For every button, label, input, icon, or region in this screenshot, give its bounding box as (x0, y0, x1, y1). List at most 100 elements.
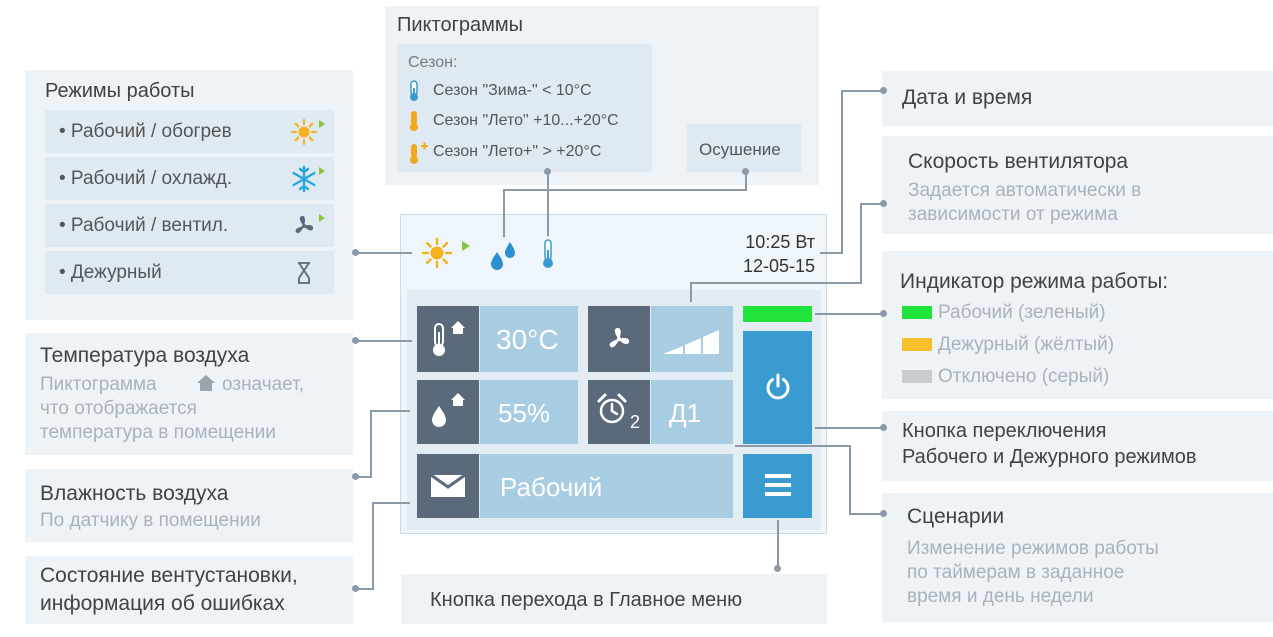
connector-season-dot (544, 168, 551, 175)
scenarios-title: Сценарии (907, 505, 1005, 528)
connector-state-v (372, 502, 374, 590)
power-button[interactable] (743, 331, 812, 444)
temperature-callout (25, 333, 353, 455)
connector-scen-v (849, 445, 851, 515)
legend-gray-swatch (902, 370, 932, 383)
connector-indicator (815, 313, 885, 315)
season-summer-text: Сезон "Лето" +10...+20°C (433, 112, 619, 129)
connector-hum-h (356, 476, 372, 478)
connector-state-h2 (372, 502, 410, 504)
alarm-clock-icon (597, 393, 627, 424)
connector-dehumid-h (503, 189, 747, 191)
humidity-icon-tile[interactable] (417, 380, 479, 444)
indicator-callout (882, 251, 1273, 399)
dehumid-label: Осушение (699, 140, 781, 159)
humidity-title: Влажность воздуха (40, 482, 229, 505)
connector-dehumid-dot (742, 168, 749, 175)
connector-datetime-v (841, 90, 843, 254)
screen-thermometer-icon (543, 239, 553, 268)
fan-sub2: зависимости от режима (908, 204, 1118, 225)
humidity-sub: По датчику в помещении (40, 510, 261, 531)
season-summer-plus-text: Сезон "Лето+" > +20°C (433, 143, 602, 160)
connector-hum-dot (352, 473, 359, 480)
thermometer-home-icon (433, 321, 465, 356)
temperature-sub3: температура в помещении (40, 422, 276, 443)
legend-yellow-swatch (902, 338, 932, 351)
scenario-subscript: 2 (630, 412, 641, 432)
fan-icon-tile[interactable] (588, 306, 650, 372)
switch-title1: Кнопка переключения (902, 420, 1107, 442)
temperature-sub1a: Пиктограмма (40, 374, 157, 395)
sun-play-icon (290, 118, 325, 146)
temperature-sub1b: означает, (222, 374, 304, 395)
connector-fan-v (860, 203, 862, 283)
connector-datetime-dot (880, 87, 887, 94)
status-icon-tile[interactable] (417, 454, 479, 518)
thermometer-orange-icon (410, 111, 418, 131)
connector-hum-v (370, 410, 372, 478)
indicator-title: Индикатор режима работы: (900, 270, 1169, 293)
mode-heating: • Рабочий / обогрев (45, 110, 334, 153)
menu-button[interactable] (743, 454, 812, 518)
thermometer-orange-plus-icon (410, 142, 428, 164)
screen-drops-icon (491, 242, 515, 270)
connector-temp (356, 340, 412, 342)
mode-indicator-bar (743, 306, 812, 322)
hourglass-icon (298, 262, 310, 284)
connector-modes-dot (352, 249, 359, 256)
connector-menu-dot (774, 565, 781, 572)
home-icon (197, 375, 215, 391)
thermometer-blue-icon (410, 80, 418, 101)
screen-date: 12-05-15 (742, 256, 815, 276)
menu-callout (401, 574, 827, 624)
screen-time: 10:25 Вт (745, 232, 815, 252)
connector-state-dot (352, 585, 359, 592)
scenarios-sub2: по таймерам в заданное (907, 562, 1125, 583)
fan-sub1: Задается автоматически в (908, 180, 1142, 201)
scenarios-sub3: время и день недели (907, 586, 1094, 607)
legend-yellow-label: Дежурный (жёлтый) (938, 334, 1115, 355)
power-icon (766, 373, 790, 400)
mode-standby: • Дежурный (45, 251, 334, 294)
drop-home-icon (432, 393, 465, 427)
connector-fan-h (860, 203, 885, 205)
scenario-value: Д1 (669, 398, 702, 428)
connector-season (547, 172, 549, 236)
connector-dehumid-v (745, 172, 747, 190)
fan-speed-tile[interactable] (651, 306, 733, 372)
legend-green-swatch (902, 306, 932, 319)
connector-scen-h (735, 445, 851, 447)
state-title1: Состояние вентустановки, (40, 564, 298, 587)
season-box (397, 44, 652, 172)
scenario-value-tile[interactable]: Д1 (651, 380, 733, 444)
modes-title: Режимы работы (45, 80, 195, 102)
connector-switch-dot (880, 424, 887, 431)
status-value: Рабочий (500, 472, 603, 502)
connector-scen-dot (880, 510, 887, 517)
connector-datetime-h2 (820, 252, 843, 254)
connector-hum-h2 (370, 410, 410, 412)
temperature-sub2: что отображается (40, 398, 197, 419)
connector-menu (777, 520, 779, 570)
scenarios-callout (882, 493, 1273, 622)
status-value-tile[interactable]: Рабочий (480, 454, 733, 518)
datetime-callout (882, 71, 1273, 126)
pictograms-title: Пиктограммы (397, 14, 523, 36)
scenario-icon-tile[interactable]: 2 (588, 380, 650, 444)
screen-sun-icon (421, 237, 470, 269)
menu-title: Кнопка перехода в Главное меню (430, 589, 743, 611)
fan-callout (882, 136, 1273, 234)
legend-green-label: Рабочий (зеленый) (938, 302, 1106, 323)
humidity-value-tile[interactable]: 55% (480, 380, 578, 444)
temperature-value-tile[interactable]: 30°C (480, 306, 578, 372)
datetime-title: Дата и время (902, 86, 1033, 109)
envelope-icon (430, 474, 466, 497)
temperature-icon-tile[interactable] (417, 306, 479, 372)
legend-gray-label: Отключено (серый) (938, 366, 1110, 387)
season-winter-text: Сезон "Зима-" < 10°C (433, 82, 592, 99)
menu-icon (765, 474, 791, 496)
connector-modes (356, 252, 412, 254)
connector-switch (815, 427, 885, 429)
connector-fan-v2 (690, 282, 692, 302)
connector-scen-h2 (849, 513, 885, 515)
